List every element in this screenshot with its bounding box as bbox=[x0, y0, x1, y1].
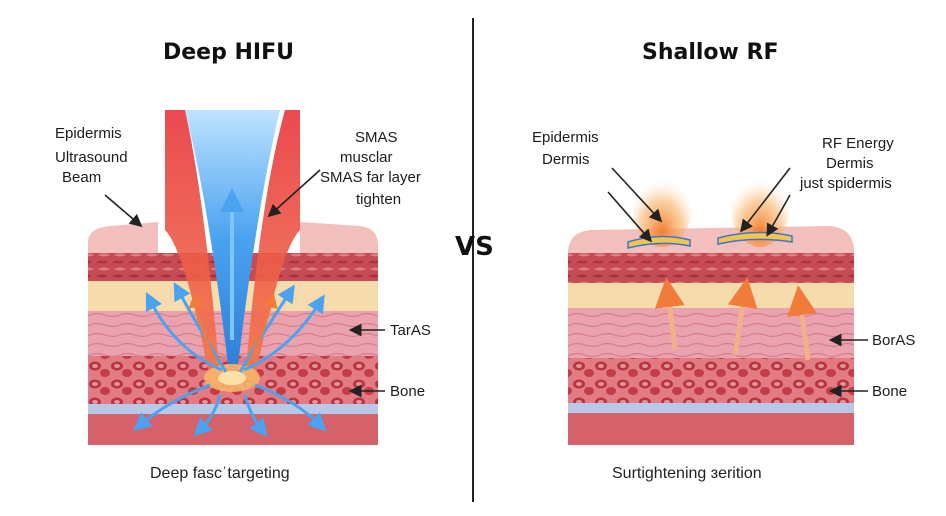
right-caption: Surtightening ɜerition bbox=[612, 465, 762, 482]
left-label-beam-line1: Ultrasound bbox=[55, 149, 128, 166]
right-label-boras: BorAS bbox=[872, 332, 916, 349]
left-label-smas-line2: musclar bbox=[340, 149, 393, 166]
left-label-smas-line1: SMAS bbox=[355, 129, 398, 146]
left-label-smas-line3: SMAS far layer bbox=[320, 169, 421, 186]
right-label-bone: Bone bbox=[872, 383, 908, 400]
left-label-epidermis: Epidermis bbox=[55, 125, 122, 142]
right-label-dermis: Dermis bbox=[542, 151, 590, 168]
left-label-arrows bbox=[104, 169, 385, 398]
left-label-taras: TarAS bbox=[390, 322, 431, 339]
right-panel-title: Shallow RF bbox=[642, 40, 779, 65]
right-label-arrows bbox=[607, 167, 868, 398]
left-label-smas-line4: tighten bbox=[356, 191, 402, 208]
left-label-bone: Bone bbox=[390, 383, 426, 400]
right-skin-cross-section bbox=[568, 163, 854, 445]
right-label-rf-line2: Dermis bbox=[826, 155, 874, 172]
versus-label: VS bbox=[455, 232, 494, 262]
right-label-epidermis: Epidermis bbox=[532, 129, 599, 146]
left-panel-title: Deep HIFU bbox=[163, 40, 295, 65]
left-caption: Deep fascˈtargeting bbox=[150, 465, 290, 482]
panel-divider bbox=[472, 18, 474, 502]
left-label-beam-line2: Beam bbox=[62, 169, 102, 186]
left-skin-cross-section bbox=[88, 110, 378, 445]
right-label-rf-line3: just spidermis bbox=[800, 175, 892, 192]
right-label-rf-line1: RF Energy bbox=[822, 135, 894, 152]
